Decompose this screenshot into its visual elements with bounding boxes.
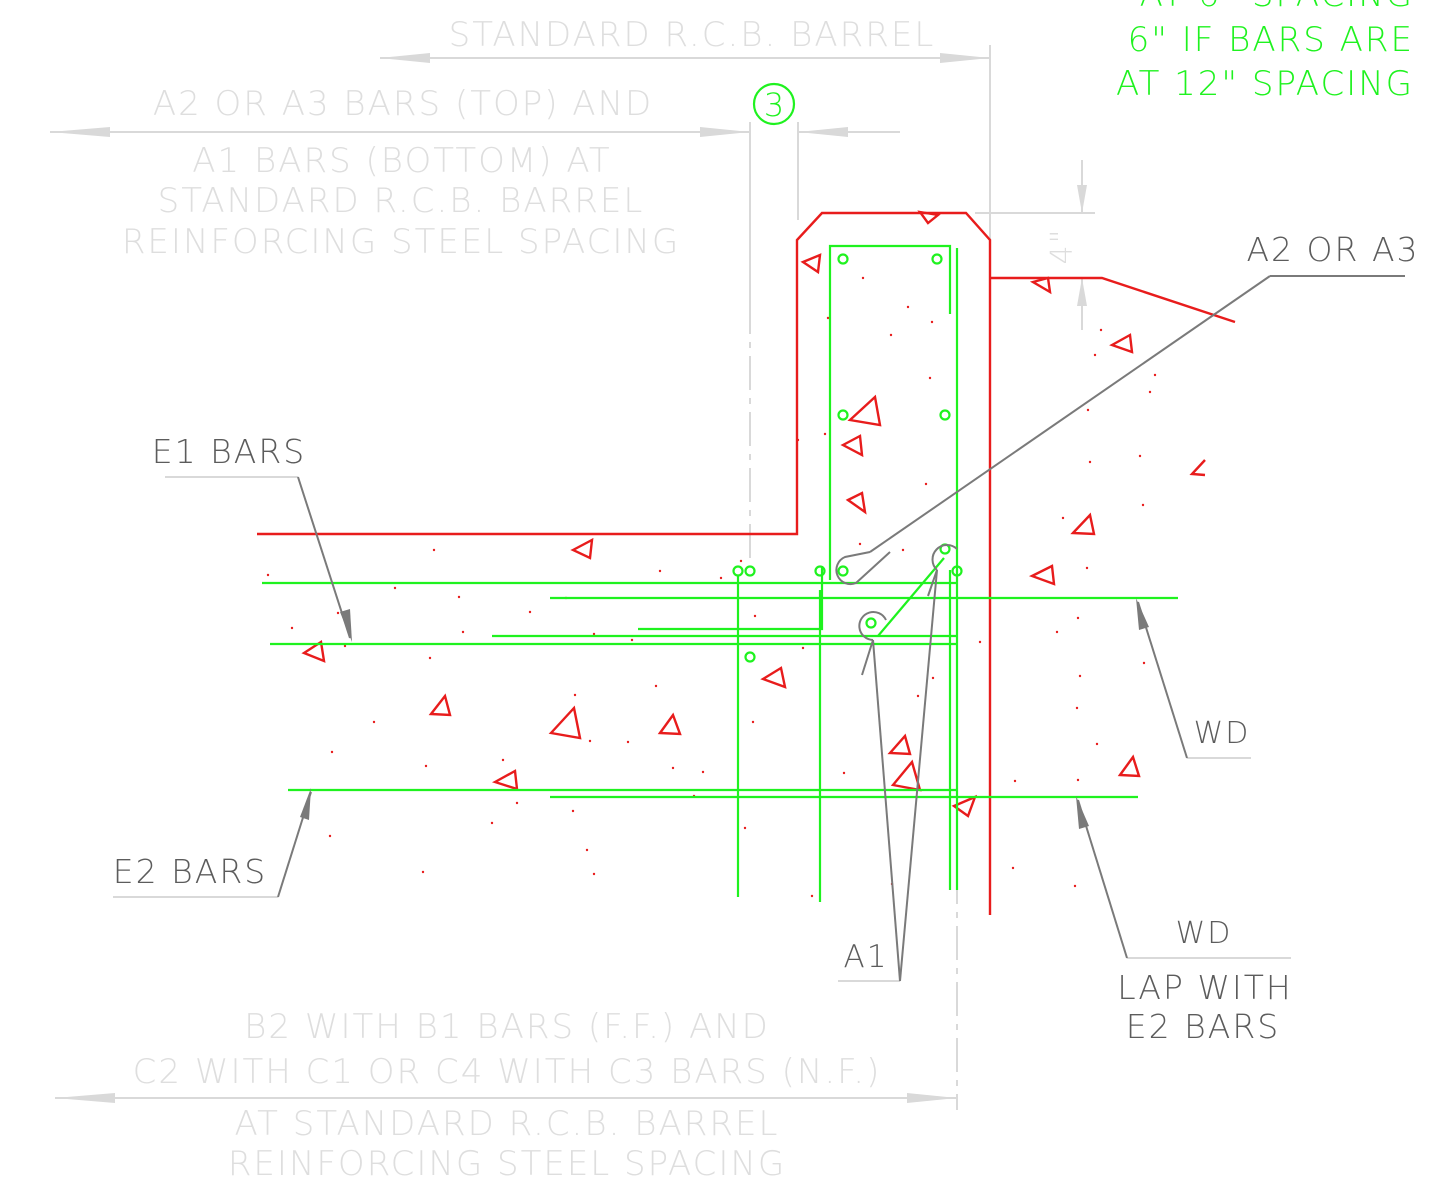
bar-sections [732,253,963,663]
label-dim-4in: 4" [1045,228,1080,265]
label-wd-lower: WD [1176,916,1233,951]
label-e2-bars: E2 BARS [113,852,267,891]
label-a2a3-line1: A2 OR A3 BARS (TOP) AND [153,84,653,124]
label-b2-line1: B2 WITH B1 BARS (F.F.) AND [244,1007,770,1047]
concrete-dots [266,276,1157,898]
label-spacing-line3: AT 12" SPACING [1116,64,1414,104]
label-bottom-line3: AT STANDARD R.C.B. BARREL [235,1104,780,1144]
leaders [113,275,1405,982]
concrete-aggregate [301,210,1206,818]
label-a1: A1 [844,939,889,975]
label-e1-bars: E1 BARS [152,432,306,471]
label-spacing-line1: AT 6" SPACING [1140,0,1414,15]
note-3-badge: 3 [752,82,796,126]
reinforcing-bars [262,244,1178,902]
note-3-number: 3 [764,86,784,124]
label-standard-barrel: STANDARD R.C.B. BARREL [449,15,936,55]
label-a1-line2: A1 BARS (BOTTOM) AT [192,141,611,181]
label-c2-line2: C2 WITH C1 OR C4 WITH C3 BARS (N.F.) [133,1052,882,1092]
label-a1-line3: STANDARD R.C.B. BARREL [158,181,645,221]
label-bottom-line4: REINFORCING STEEL SPACING [228,1144,786,1184]
centerlines [749,300,958,1110]
label-lap-with: LAP WITH [1117,968,1292,1007]
label-wd-upper: WD [1194,716,1251,751]
label-a2-or-a3: A2 OR A3 [1246,230,1419,269]
labels: STANDARD R.C.B. BARREL A2 OR A3 BARS (TO… [113,0,1419,1184]
label-a1-line4: REINFORCING STEEL SPACING [122,222,680,262]
label-lap-e2-bars: E2 BARS [1126,1007,1280,1046]
concrete-outline [257,211,1236,915]
label-spacing-line2: 6" IF BARS ARE [1128,20,1414,60]
